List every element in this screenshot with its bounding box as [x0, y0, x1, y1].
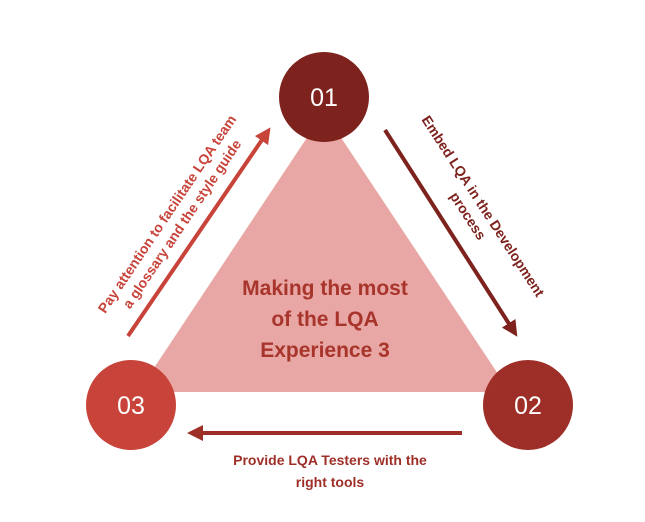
step-02-number: 02 [514, 392, 542, 420]
center-title-line-3: Experience 3 [260, 339, 390, 362]
step-01-node: 01 [279, 52, 369, 142]
center-title-line-2: of the LQA [271, 308, 379, 331]
svg-text:Embed LQA in the Development: Embed LQA in the Development [419, 112, 548, 299]
center-title-line-1: Making the most [242, 277, 408, 300]
arrow-01-to-02 [383, 128, 518, 337]
center-title: Making the most of the LQA Experience 3 [205, 273, 445, 366]
svg-text:Provide LQA Testers with the: Provide LQA Testers with the [233, 452, 427, 468]
step-02-label: Provide LQA Testers with the right tools [233, 452, 427, 490]
arrow-03-to-01 [126, 127, 271, 338]
step-02-node: 02 [483, 360, 573, 450]
center-triangle [138, 112, 510, 392]
svg-text:right tools: right tools [296, 474, 365, 490]
step-03-node: 03 [86, 360, 176, 450]
step-01-number: 01 [310, 84, 338, 112]
step-03-number: 03 [117, 392, 145, 420]
